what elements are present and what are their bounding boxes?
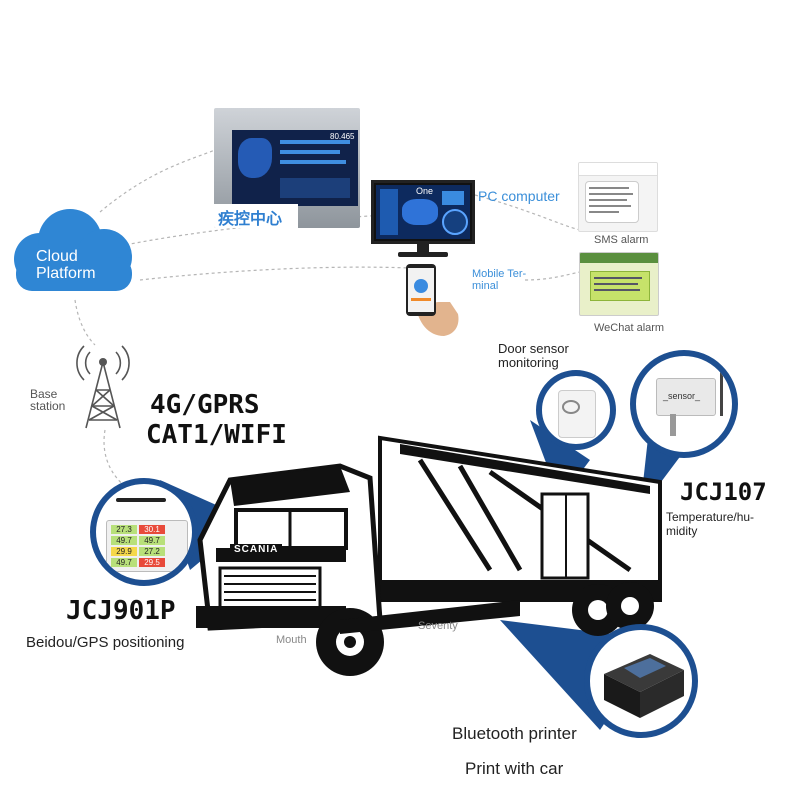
control-center-photo: 80.465 疾控中心 bbox=[214, 108, 360, 228]
cloud-platform-label: Cloud Platform bbox=[36, 248, 96, 282]
network-label: 4G/GPRS CAT1/WIFI bbox=[146, 390, 287, 450]
wechat-screenshot bbox=[579, 252, 659, 316]
temperature-sensor-circle: _sensor_ bbox=[630, 350, 738, 458]
jcj107-desc: Temperature/hu- midity bbox=[666, 510, 755, 538]
phone-in-hand bbox=[406, 264, 459, 336]
base-station-tower-icon bbox=[76, 345, 130, 429]
mobile-terminal-label: Mobile Ter- minal bbox=[472, 268, 527, 292]
video-wall: 80.465 bbox=[232, 130, 358, 206]
print-with-car-label: Print with car bbox=[465, 759, 564, 778]
cloud-shape bbox=[14, 209, 132, 291]
monitor-neck bbox=[417, 244, 429, 254]
jcj901p-desc: Beidou/GPS positioning bbox=[26, 634, 185, 651]
truck-brand: SCANIA bbox=[230, 544, 283, 555]
monitor-base bbox=[398, 252, 448, 257]
jcj901p-readings: 27.3 30.1 49.7 49.7 29.9 27.2 49.7 29.5 bbox=[111, 525, 165, 567]
reading-2: 30.1 bbox=[139, 525, 165, 534]
sensor-probe bbox=[670, 414, 676, 436]
jcj901p-circle: 27.3 30.1 49.7 49.7 29.9 27.2 49.7 29.5 bbox=[90, 478, 198, 586]
bluetooth-printer-label: Bluetooth printer bbox=[452, 724, 577, 743]
reading-7: 49.7 bbox=[111, 558, 137, 567]
pc-computer-label: PC computer bbox=[478, 188, 560, 204]
door-sensor-circle bbox=[536, 370, 616, 450]
truck-mouth-text: Mouth bbox=[276, 634, 307, 646]
control-center-label-bg bbox=[214, 204, 298, 228]
pc-screen-text: One bbox=[416, 186, 434, 196]
sensor-device-label: _sensor_ bbox=[663, 391, 701, 401]
truck-seventy-text: Seventy bbox=[418, 620, 458, 632]
wechat-alarm-label: WeChat alarm bbox=[594, 322, 665, 334]
jcj107-model: JCJ107 bbox=[680, 478, 767, 506]
reading-4: 49.7 bbox=[139, 536, 165, 545]
sms-alarm-label: SMS alarm bbox=[594, 234, 649, 246]
control-center-label: 疾控中心 bbox=[218, 211, 283, 228]
reading-1: 27.3 bbox=[111, 525, 137, 534]
truck-illustration bbox=[196, 435, 662, 676]
pc-monitor: One bbox=[371, 180, 475, 244]
door-sensor-label: Door sensor monitoring bbox=[498, 341, 569, 370]
temperature-sensor-box: _sensor_ bbox=[656, 378, 716, 416]
printer-circle bbox=[584, 624, 698, 738]
door-sensor-device bbox=[558, 390, 596, 438]
jcj901p-model: JCJ901P bbox=[66, 596, 176, 626]
printer-icon bbox=[604, 654, 684, 718]
reading-6: 27.2 bbox=[139, 547, 165, 556]
jcj901p-device: 27.3 30.1 49.7 49.7 29.9 27.2 49.7 29.5 bbox=[106, 520, 188, 572]
sms-screenshot bbox=[578, 162, 658, 232]
sensor-antenna bbox=[720, 362, 723, 416]
reading-5: 29.9 bbox=[111, 547, 137, 556]
video-wall-reading: 80.465 bbox=[330, 132, 355, 141]
reading-3: 49.7 bbox=[111, 536, 137, 545]
reading-8: 29.5 bbox=[139, 558, 165, 567]
base-station-label: Base station bbox=[30, 387, 66, 413]
jcj901p-antenna bbox=[116, 498, 166, 502]
